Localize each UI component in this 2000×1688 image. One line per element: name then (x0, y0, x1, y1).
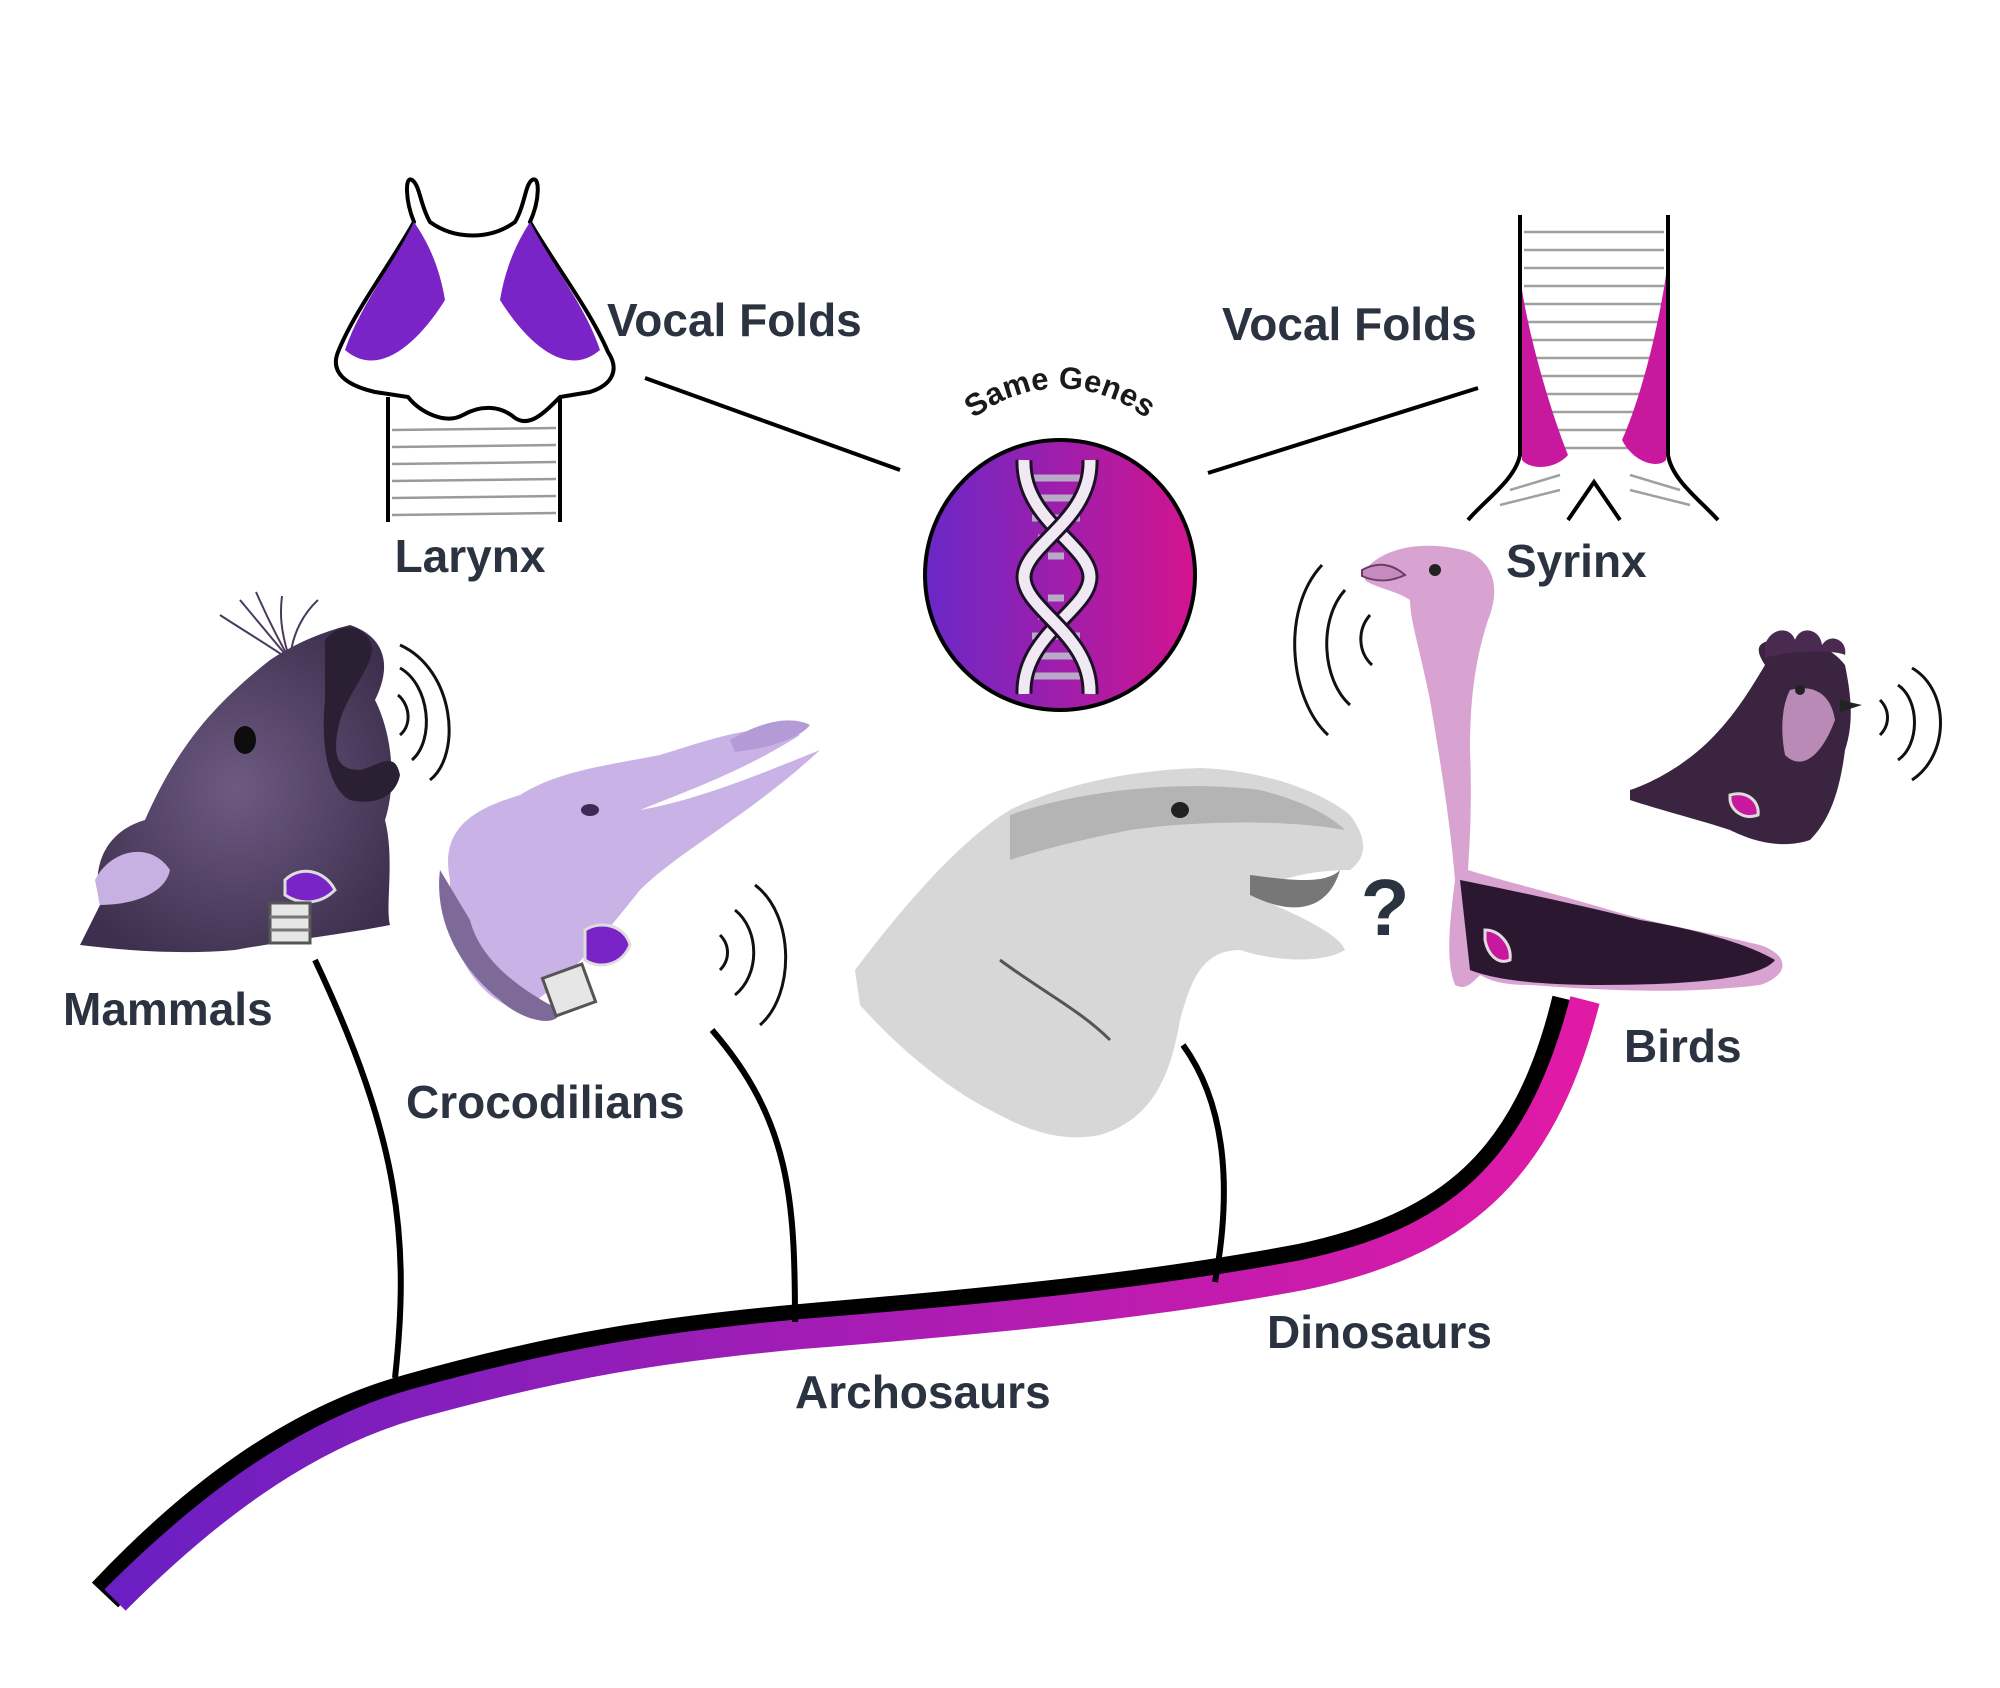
rooster-illustration (1630, 630, 1862, 845)
dinosaur-head-illustration (855, 768, 1364, 1138)
tree-trunk-outline (91, 995, 1588, 1608)
archosaurs-label: Archosaurs (795, 1366, 1051, 1418)
birds-label: Birds (1624, 1020, 1742, 1072)
ostrich-illustration (1361, 545, 1783, 991)
phylogenetic-tree (91, 958, 1600, 1611)
connector-syrinx-genes (1207, 386, 1479, 475)
mammal-head-illustration (80, 591, 400, 953)
sound-waves-icon (1293, 563, 1374, 737)
syrinx-label: Syrinx (1506, 535, 1647, 587)
same-genes-label: Same Genes (958, 360, 1163, 424)
same-genes-badge: Same Genes (923, 360, 1197, 712)
dinosaurs-label: Dinosaurs (1267, 1306, 1492, 1358)
vocal-folds-right-label: Vocal Folds (1222, 298, 1477, 350)
tree-trunk (104, 996, 1600, 1611)
vocal-folds-left-label: Vocal Folds (607, 294, 862, 346)
crocodilian-head-illustration (439, 720, 820, 1021)
unknown-mark: ? (1361, 863, 1410, 952)
syrinx-illustration (1466, 215, 1720, 522)
sound-waves-icon (396, 643, 451, 782)
sound-waves-icon (1878, 666, 1942, 782)
branch-crocodilians (709, 1028, 798, 1323)
crocodilians-label: Crocodilians (406, 1076, 685, 1128)
mammals-label: Mammals (63, 983, 273, 1035)
dna-double-helix-icon (1015, 459, 1099, 695)
sound-waves-icon (718, 883, 788, 1027)
larynx-label: Larynx (395, 530, 546, 582)
branch-dinosaurs (1180, 1043, 1227, 1283)
connector-larynx-genes (644, 376, 901, 472)
branch-mammals (312, 958, 404, 1379)
larynx-illustration (333, 177, 616, 522)
